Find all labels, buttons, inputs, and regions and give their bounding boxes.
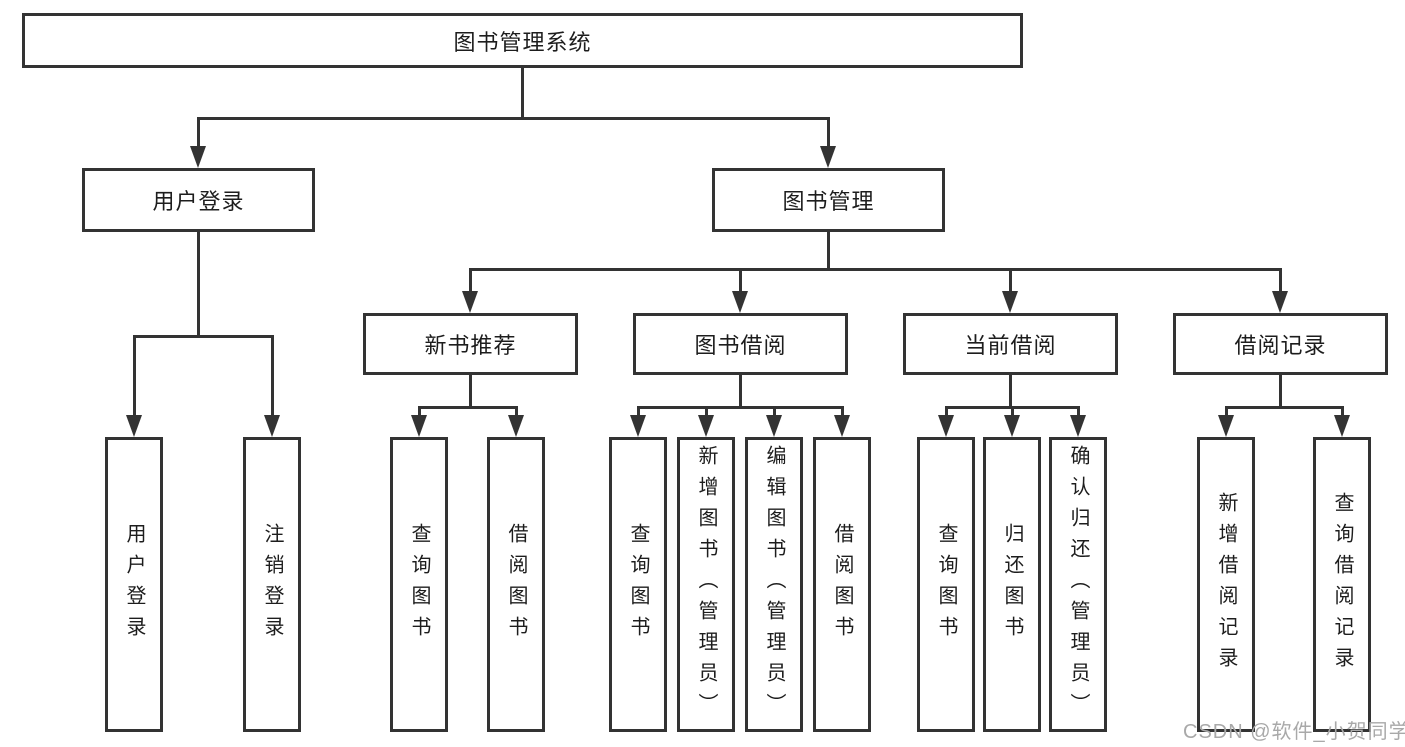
node-new-book-recommend-label: 新书推荐	[424, 333, 517, 358]
connector-drop-user-login	[197, 117, 200, 147]
arrowhead-icon	[1334, 415, 1350, 437]
node-current-borrow-label: 当前借阅	[964, 333, 1057, 358]
leaf-br-add-record: 新增借阅记录	[1197, 437, 1255, 732]
leaf-cb-confirm-return-admin: 确认归还（管理员）	[1049, 437, 1107, 732]
leaf-cb-return-books-label: 归还图书	[1001, 522, 1023, 647]
connector-book-management-trunk	[827, 232, 830, 271]
connector-drop-leaf	[773, 406, 776, 417]
arrowhead-icon	[508, 415, 524, 437]
connector-drop-leaf	[271, 335, 274, 417]
node-current-borrow: 当前借阅	[903, 313, 1118, 375]
arrowhead-icon	[698, 415, 714, 437]
arrowhead-icon	[766, 415, 782, 437]
leaf-bb-add-books-admin: 新增图书（管理员）	[677, 437, 735, 732]
connector-drop-new-book-recommend	[469, 268, 472, 294]
arrowhead-icon	[264, 415, 280, 437]
leaf-bb-borrow-books: 借阅图书	[813, 437, 871, 732]
connector-drop-leaf	[515, 406, 518, 417]
node-root: 图书管理系统	[22, 13, 1023, 68]
node-user-login-label: 用户登录	[152, 189, 245, 214]
leaf-br-query-record-label: 查询借阅记录	[1331, 491, 1353, 678]
arrowhead-icon	[411, 415, 427, 437]
node-new-book-recommend: 新书推荐	[363, 313, 578, 375]
watermark: CSDN @软件_小贺同学	[1183, 721, 1405, 743]
leaf-cb-return-books: 归还图书	[983, 437, 1041, 732]
leaf-br-query-record: 查询借阅记录	[1313, 437, 1371, 732]
leaf-bb-edit-books-admin-label: 编辑图书（管理员）	[763, 445, 785, 724]
leaf-nbr-borrow-books-label: 借阅图书	[505, 522, 527, 647]
leaf-logout-label: 注销登录	[261, 522, 283, 647]
connector-level3-branch	[469, 268, 1282, 271]
leaf-nbr-borrow-books: 借阅图书	[487, 437, 545, 732]
arrowhead-icon	[1218, 415, 1234, 437]
connector-br-branch	[1225, 406, 1344, 409]
node-book-management-label: 图书管理	[782, 189, 875, 214]
arrowhead-icon	[834, 415, 850, 437]
connector-drop-book-borrow	[739, 268, 742, 294]
arrowhead-icon	[630, 415, 646, 437]
node-borrow-records-label: 借阅记录	[1234, 333, 1327, 358]
node-borrow-records: 借阅记录	[1173, 313, 1388, 375]
arrowhead-icon	[1272, 291, 1288, 313]
arrowhead-icon	[732, 291, 748, 313]
connector-bb-branch	[637, 406, 844, 409]
connector-level2-branch	[197, 117, 830, 120]
arrowhead-icon	[1004, 415, 1020, 437]
leaf-bb-edit-books-admin: 编辑图书（管理员）	[745, 437, 803, 732]
connector-drop-leaf	[1225, 406, 1228, 417]
connector-user-login-trunk	[197, 232, 200, 338]
arrowhead-icon	[1070, 415, 1086, 437]
leaf-cb-confirm-return-admin-label: 确认归还（管理员）	[1067, 445, 1089, 724]
leaf-bb-borrow-books-label: 借阅图书	[831, 522, 853, 647]
leaf-nbr-query-books: 查询图书	[390, 437, 448, 732]
arrowhead-icon	[1002, 291, 1018, 313]
node-book-borrow-label: 图书借阅	[694, 333, 787, 358]
node-user-login: 用户登录	[82, 168, 315, 232]
connector-drop-leaf	[1077, 406, 1080, 417]
connector-cb-trunk	[1009, 375, 1012, 409]
leaf-cb-query-books-label: 查询图书	[935, 522, 957, 647]
leaf-cb-query-books: 查询图书	[917, 437, 975, 732]
connector-drop-leaf	[637, 406, 640, 417]
arrowhead-icon	[462, 291, 478, 313]
connector-drop-book-management	[827, 117, 830, 147]
arrowhead-icon	[820, 146, 836, 168]
connector-br-trunk	[1279, 375, 1282, 409]
node-book-management: 图书管理	[712, 168, 945, 232]
node-book-borrow: 图书借阅	[633, 313, 848, 375]
connector-bb-trunk	[739, 375, 742, 409]
leaf-user-login-label: 用户登录	[123, 522, 145, 647]
leaf-bb-query-books: 查询图书	[609, 437, 667, 732]
connector-user-login-branch	[133, 335, 274, 338]
connector-nbr-branch	[418, 406, 518, 409]
connector-drop-borrow-records	[1279, 268, 1282, 294]
connector-drop-leaf	[418, 406, 421, 417]
connector-drop-current-borrow	[1009, 268, 1012, 294]
connector-drop-leaf	[1341, 406, 1344, 417]
leaf-logout: 注销登录	[243, 437, 301, 732]
connector-drop-leaf	[133, 335, 136, 417]
connector-drop-leaf	[841, 406, 844, 417]
node-root-label: 图书管理系统	[453, 29, 592, 55]
leaf-bb-add-books-admin-label: 新增图书（管理员）	[695, 445, 717, 724]
arrowhead-icon	[126, 415, 142, 437]
connector-root-trunk	[521, 68, 524, 120]
connector-drop-leaf	[1011, 406, 1014, 417]
connector-nbr-trunk	[469, 375, 472, 409]
leaf-bb-query-books-label: 查询图书	[627, 522, 649, 647]
connector-drop-leaf	[945, 406, 948, 417]
leaf-br-add-record-label: 新增借阅记录	[1215, 491, 1237, 678]
arrowhead-icon	[938, 415, 954, 437]
connector-drop-leaf	[705, 406, 708, 417]
leaf-nbr-query-books-label: 查询图书	[408, 522, 430, 647]
leaf-user-login: 用户登录	[105, 437, 163, 732]
arrowhead-icon	[190, 146, 206, 168]
